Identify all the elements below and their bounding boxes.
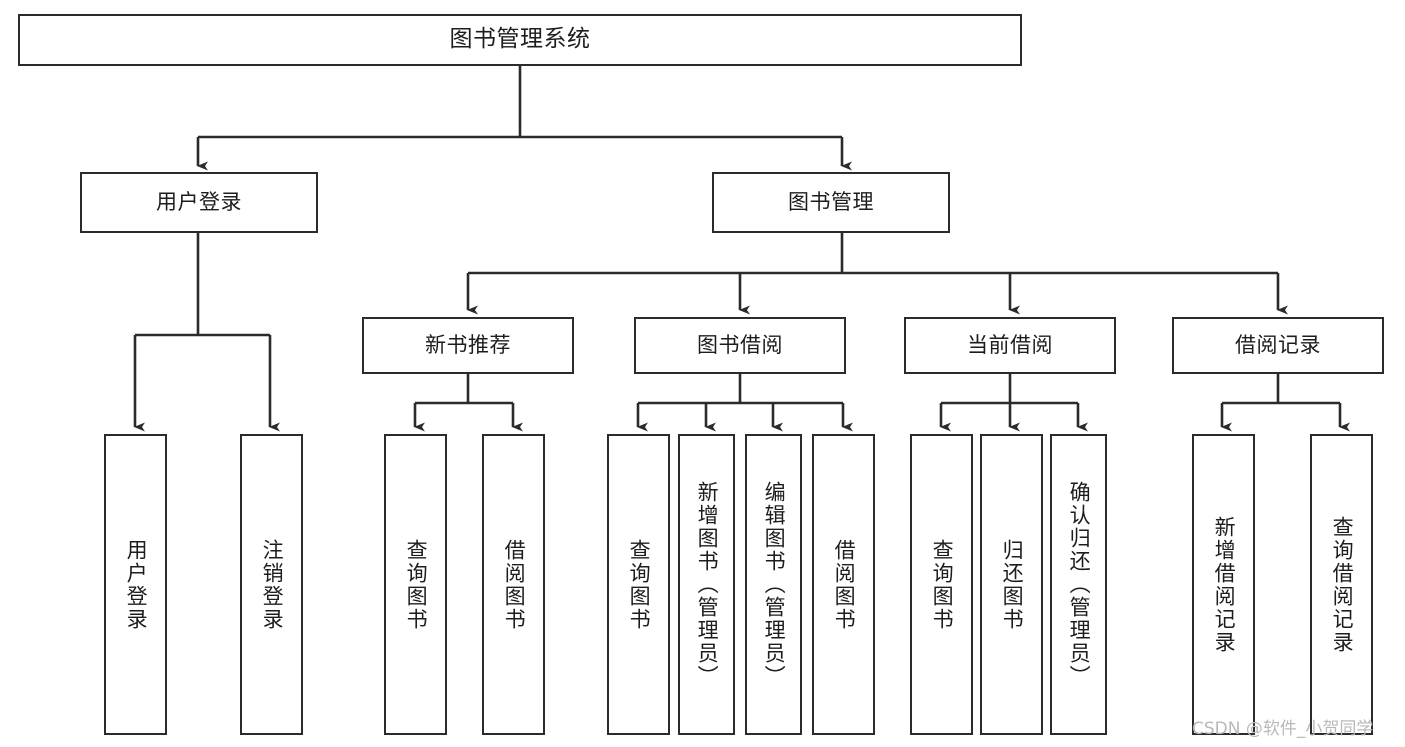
node-leaf-query-book-1-label: 查询图书	[404, 538, 429, 631]
node-leaf-user-logout-label: 注销登录	[260, 538, 285, 631]
node-leaf-query-record[interactable]: 查询借阅记录	[1310, 434, 1373, 735]
node-leaf-return-book-label: 归还图书	[1000, 538, 1025, 631]
node-leaf-add-record-label: 新增借阅记录	[1212, 515, 1237, 654]
node-leaf-query-book-3[interactable]: 查询图书	[910, 434, 973, 735]
node-leaf-confirm-return[interactable]: 确认归还（管理员）	[1050, 434, 1107, 735]
node-borrow-record-label: 借阅记录	[1235, 333, 1321, 358]
node-leaf-user-login[interactable]: 用户登录	[104, 434, 167, 735]
node-new-book-recommend-label: 新书推荐	[425, 333, 511, 358]
node-leaf-user-login-label: 用户登录	[124, 538, 149, 631]
node-book-borrow-label: 图书借阅	[697, 333, 783, 358]
node-leaf-add-book[interactable]: 新增图书（管理员）	[678, 434, 735, 735]
node-leaf-edit-book-label: 编辑图书（管理员）	[762, 481, 787, 688]
node-root[interactable]: 图书管理系统	[18, 14, 1022, 66]
node-root-label: 图书管理系统	[449, 26, 591, 53]
node-leaf-user-logout[interactable]: 注销登录	[240, 434, 303, 735]
node-borrow-record[interactable]: 借阅记录	[1172, 317, 1384, 374]
node-leaf-borrow-book-2[interactable]: 借阅图书	[812, 434, 875, 735]
node-leaf-edit-book[interactable]: 编辑图书（管理员）	[745, 434, 802, 735]
node-book-borrow[interactable]: 图书借阅	[634, 317, 846, 374]
node-leaf-query-book-2[interactable]: 查询图书	[607, 434, 670, 735]
node-current-borrow[interactable]: 当前借阅	[904, 317, 1116, 374]
node-leaf-borrow-book-1-label: 借阅图书	[502, 538, 527, 631]
node-leaf-add-book-label: 新增图书（管理员）	[695, 481, 720, 688]
node-book-manage-label: 图书管理	[788, 190, 874, 215]
node-leaf-borrow-book-2-label: 借阅图书	[832, 538, 857, 631]
node-leaf-confirm-return-label: 确认归还（管理员）	[1067, 481, 1092, 688]
node-user-login-label: 用户登录	[156, 190, 242, 215]
csdn-watermark: CSDN @软件_小贺同学	[1192, 719, 1374, 739]
node-book-manage[interactable]: 图书管理	[712, 172, 950, 233]
node-user-login[interactable]: 用户登录	[80, 172, 318, 233]
node-leaf-query-record-label: 查询借阅记录	[1330, 515, 1355, 654]
node-leaf-query-book-2-label: 查询图书	[627, 538, 652, 631]
node-new-book-recommend[interactable]: 新书推荐	[362, 317, 574, 374]
node-leaf-add-record[interactable]: 新增借阅记录	[1192, 434, 1255, 735]
node-leaf-query-book-1[interactable]: 查询图书	[384, 434, 447, 735]
node-leaf-query-book-3-label: 查询图书	[930, 538, 955, 631]
node-leaf-return-book[interactable]: 归还图书	[980, 434, 1043, 735]
node-leaf-borrow-book-1[interactable]: 借阅图书	[482, 434, 545, 735]
node-current-borrow-label: 当前借阅	[967, 333, 1053, 358]
